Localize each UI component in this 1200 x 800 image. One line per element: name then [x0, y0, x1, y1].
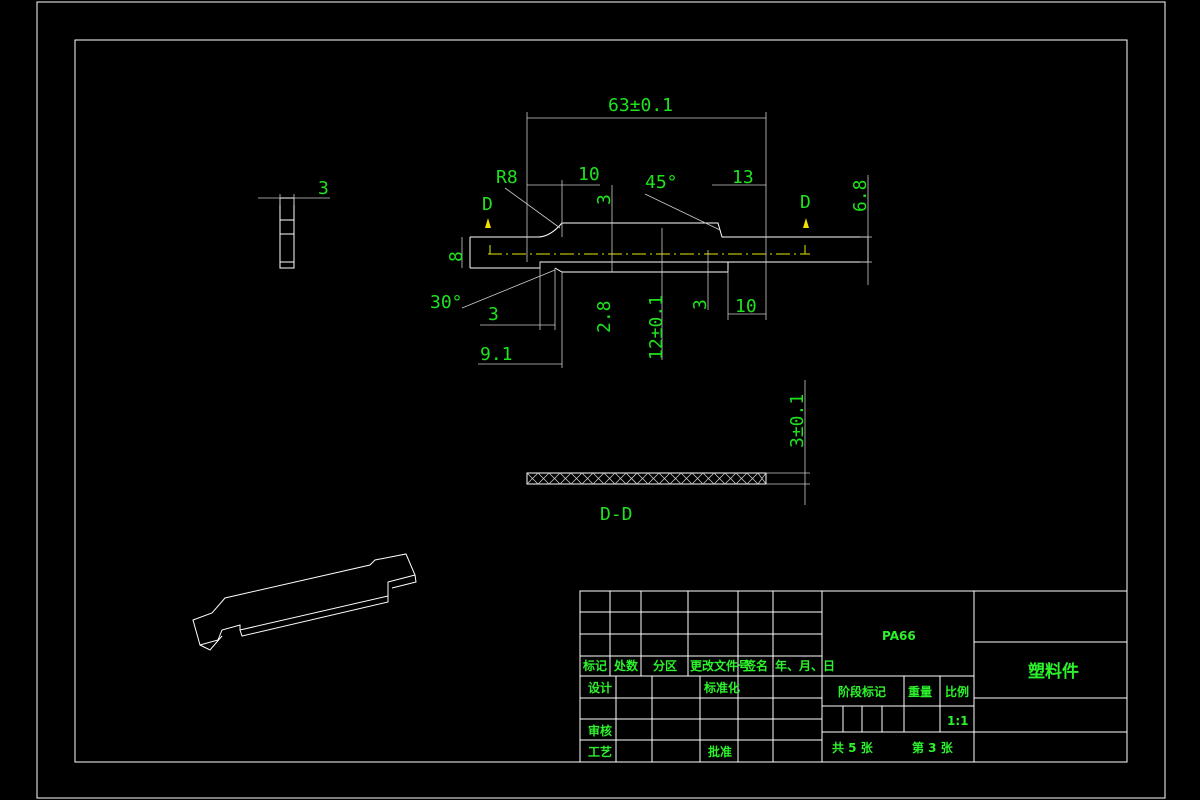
side-view: 3 — [258, 178, 330, 269]
tb-part-name: 塑料件 — [1028, 661, 1079, 682]
tb-header-date: 年、月、日 — [775, 658, 835, 673]
dim-6-8: 6.8 — [850, 179, 871, 212]
tb-review: 审核 — [588, 723, 612, 738]
dim-3-right: 3 — [690, 299, 711, 310]
dim-3-bottom: 3 — [488, 304, 499, 325]
dim-section-thickness: 3±0.1 — [787, 394, 808, 448]
dim-overall-length: 63±0.1 — [608, 95, 673, 116]
section-view: 3±0.1 D-D — [526, 380, 810, 525]
tb-header-sign: 签名 — [743, 658, 768, 673]
tb-material: PA66 — [882, 629, 916, 643]
dim-3-top: 3 — [594, 194, 615, 205]
tb-header-zone: 分区 — [653, 658, 677, 673]
main-view: 63±0.1 R8 10 3 45° 13 6.8 8 30° 3 — [430, 95, 872, 368]
tb-stage-mark: 阶段标记 — [838, 684, 886, 699]
tb-process: 工艺 — [588, 744, 612, 759]
dim-9-1: 9.1 — [480, 344, 513, 365]
dim-8: 8 — [446, 251, 467, 262]
tb-design: 设计 — [588, 680, 612, 695]
dim-13: 13 — [732, 167, 754, 188]
section-marker-left: D — [482, 194, 493, 215]
tb-weight: 重量 — [908, 684, 932, 699]
tb-scale-label: 比例 — [945, 684, 969, 699]
tb-header-count: 处数 — [613, 658, 639, 673]
tb-approve: 批准 — [708, 744, 732, 759]
dim-10-bottom: 10 — [735, 296, 757, 317]
title-block: 标记 处数 分区 更改文件号 签名 年、月、日 设计 标准化 审核 工艺 批准 … — [579, 590, 1128, 763]
section-label: D-D — [600, 504, 633, 525]
dim-45: 45° — [645, 172, 678, 193]
dim-2-8: 2.8 — [594, 300, 615, 333]
section-marker-right: D — [800, 192, 811, 213]
inner-border — [74, 39, 1128, 763]
tb-standardization: 标准化 — [703, 680, 740, 695]
tb-total-sheets: 共 5 张 — [832, 740, 874, 755]
tb-header-doc: 更改文件号 — [690, 658, 750, 673]
tb-sheet-no: 第 3 张 — [912, 740, 954, 755]
dim-r8: R8 — [496, 167, 518, 188]
tb-header-mark: 标记 — [582, 658, 607, 673]
outer-border — [36, 1, 1166, 799]
isometric-view — [192, 553, 417, 651]
dim-10-top: 10 — [578, 164, 600, 185]
tb-scale: 1:1 — [947, 714, 969, 728]
dim-30: 30° — [430, 292, 463, 313]
dim-12: 12±0.1 — [646, 295, 667, 360]
side-view-dim-3: 3 — [318, 178, 329, 199]
